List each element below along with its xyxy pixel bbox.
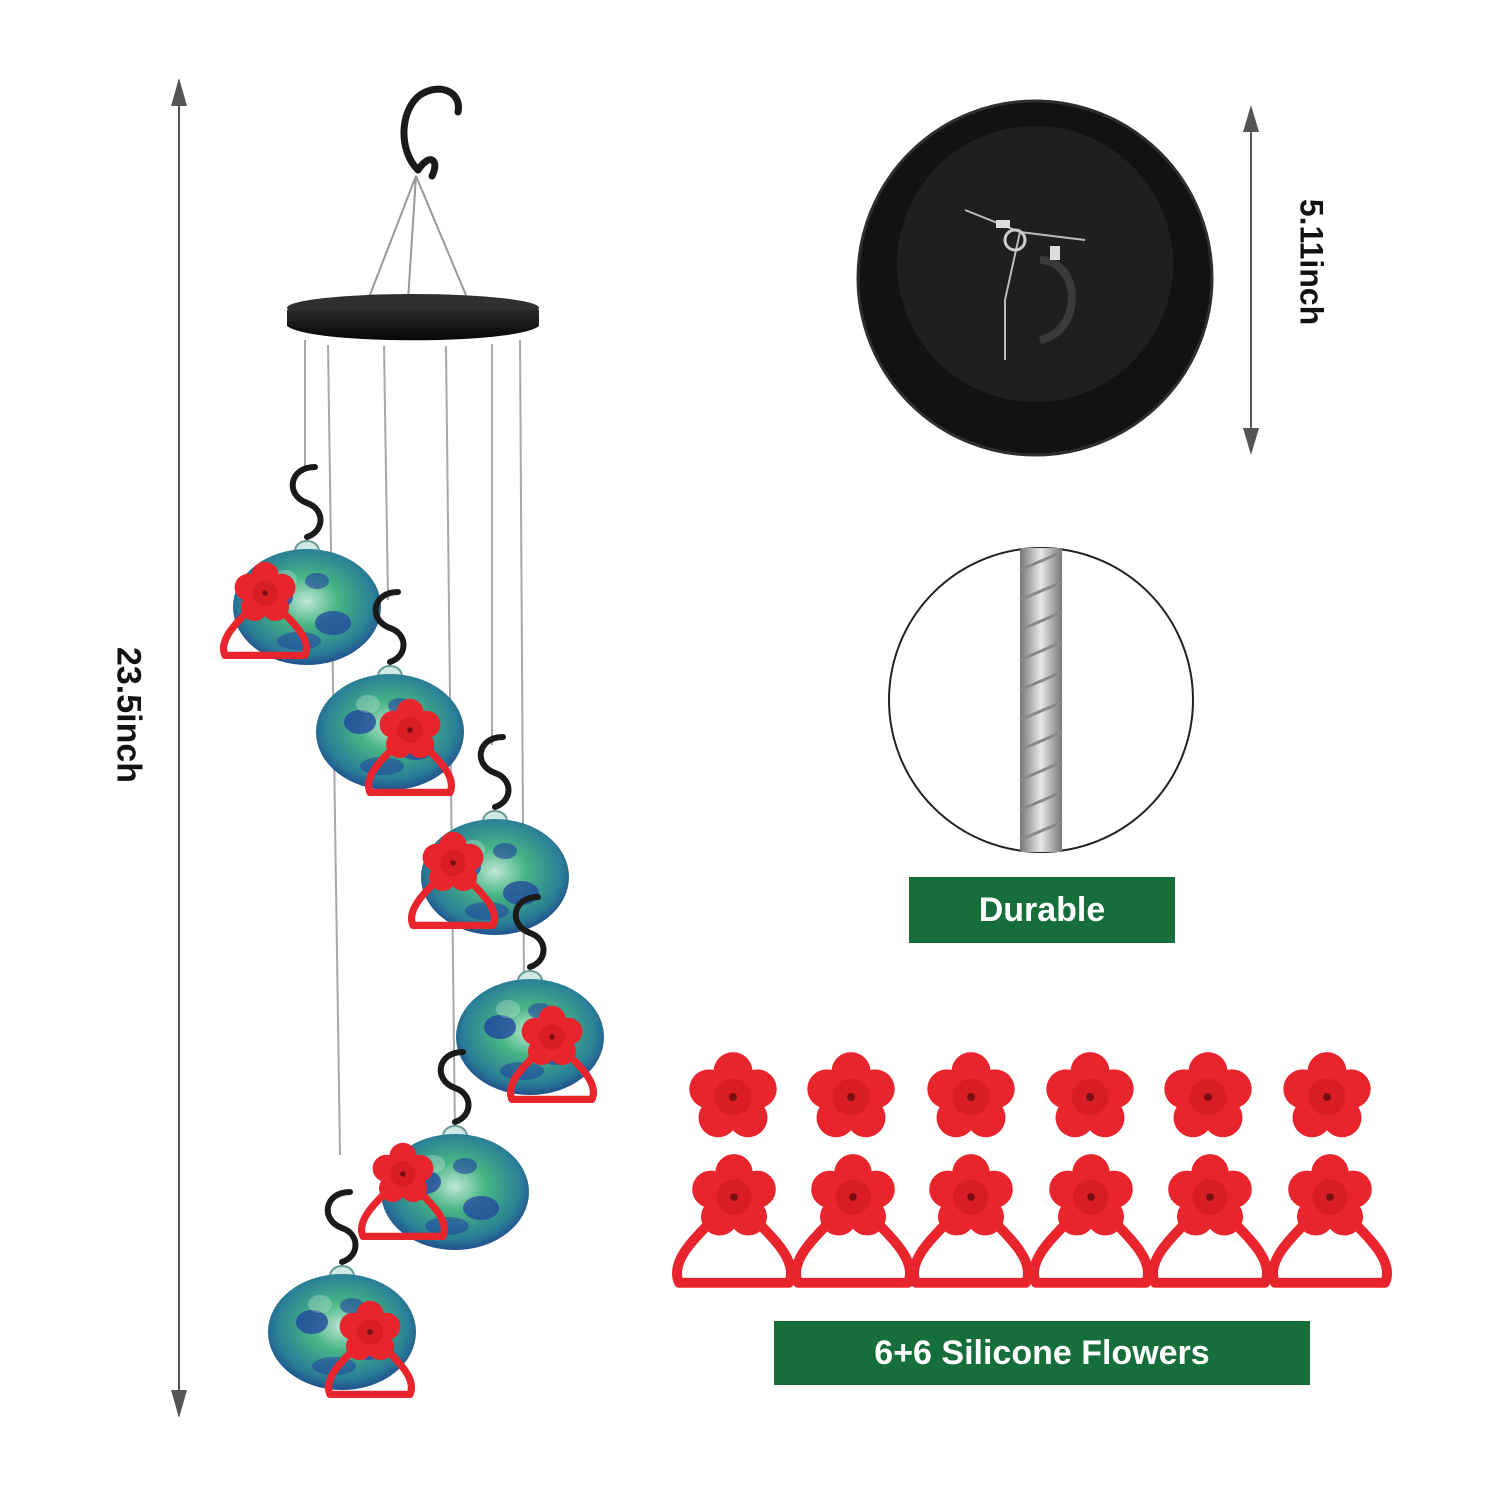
wire-closeup [888,547,1194,853]
width-dimension-arrow [1243,105,1259,455]
durable-banner: Durable [909,877,1175,943]
height-label: 23.5inch [109,646,148,784]
hummingbird-feeder-chime [223,85,604,1394]
width-label: 5.11inch [1293,198,1330,326]
height-dimension-arrow [171,78,187,1418]
disc-top-view [856,99,1214,457]
silicone-flowers-with-handle-row [677,1154,1387,1283]
silicone-flowers-banner: 6+6 Silicone Flowers [774,1321,1310,1385]
silicone-flowers-row [689,1052,1371,1138]
